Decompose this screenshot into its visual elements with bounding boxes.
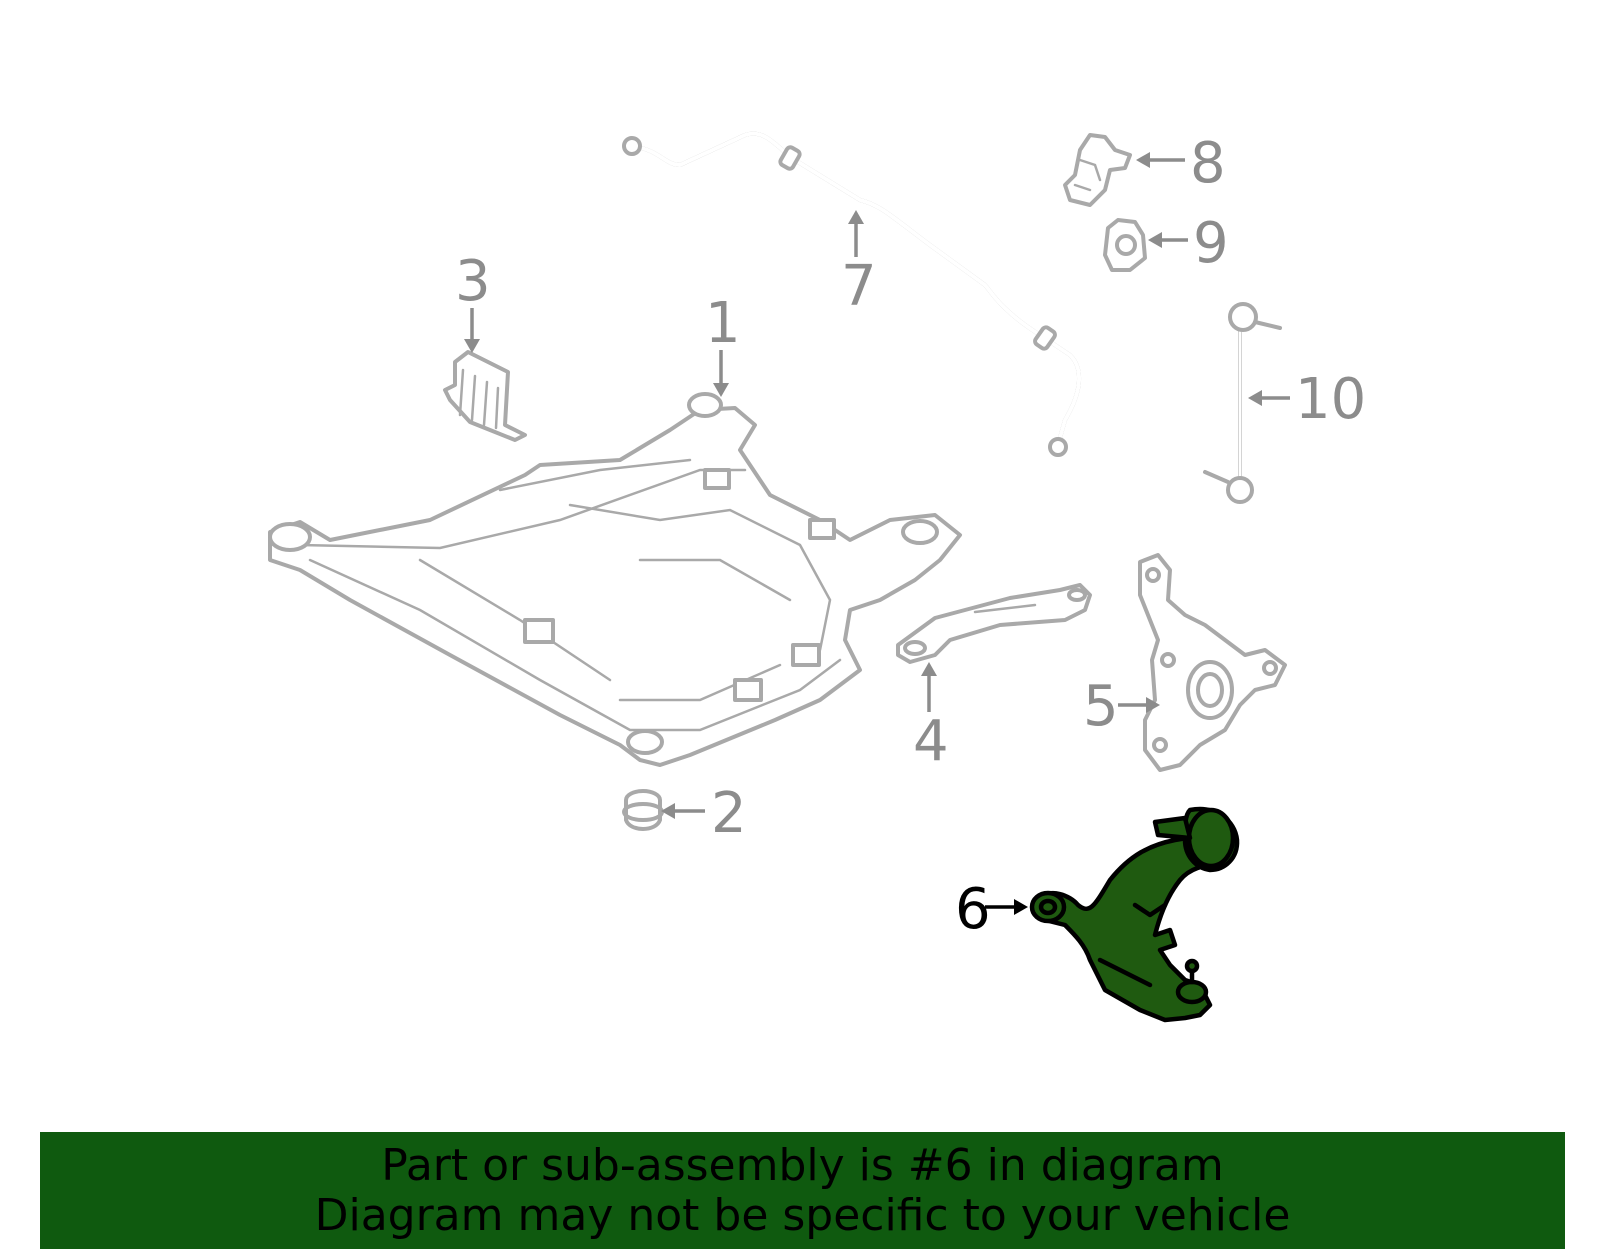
steering-knuckle[interactable] (1138, 553, 1287, 772)
callout-3: 3 (455, 249, 491, 353)
callout-label-8: 8 (1190, 131, 1226, 196)
insulator-plate[interactable] (443, 350, 527, 442)
callout-label-2: 2 (711, 781, 747, 846)
stabilizer-bar[interactable] (622, 131, 1082, 457)
lower-control-arm[interactable] (1029, 806, 1240, 1023)
callout-label-4: 4 (913, 709, 949, 774)
banner-line-disclaimer: Diagram may not be specific to your vehi… (314, 1189, 1291, 1241)
stabilizer-bushing[interactable] (1103, 218, 1147, 272)
callout-label-1: 1 (705, 291, 741, 356)
stabilizer-bracket[interactable] (1063, 133, 1132, 207)
callout-label-10: 10 (1295, 367, 1366, 432)
callout-2: 2 (661, 781, 747, 846)
callout-label-5: 5 (1083, 674, 1119, 739)
info-banner: Part or sub-assembly is #6 in diagram Di… (40, 1132, 1565, 1249)
callout-9: 9 (1148, 211, 1229, 276)
callout-1: 1 (705, 291, 741, 397)
callout-10: 10 (1248, 367, 1366, 432)
callout-label-7: 7 (841, 254, 877, 319)
crossmember-bushing[interactable] (622, 789, 664, 831)
callout-label-9: 9 (1193, 211, 1229, 276)
callout-4: 4 (913, 662, 949, 774)
lateral-link[interactable] (896, 583, 1092, 664)
callout-label-6: 6 (955, 877, 991, 942)
stabilizer-link[interactable] (1203, 302, 1282, 504)
front-crossmember[interactable] (268, 392, 962, 767)
banner-line-part: Part or sub-assembly is #6 in diagram (381, 1139, 1224, 1191)
callout-7: 7 (841, 210, 877, 319)
callout-5: 5 (1083, 674, 1160, 739)
callout-8: 8 (1136, 131, 1226, 196)
callout-label-3: 3 (455, 249, 491, 314)
callout-6: 6 (955, 877, 1028, 942)
